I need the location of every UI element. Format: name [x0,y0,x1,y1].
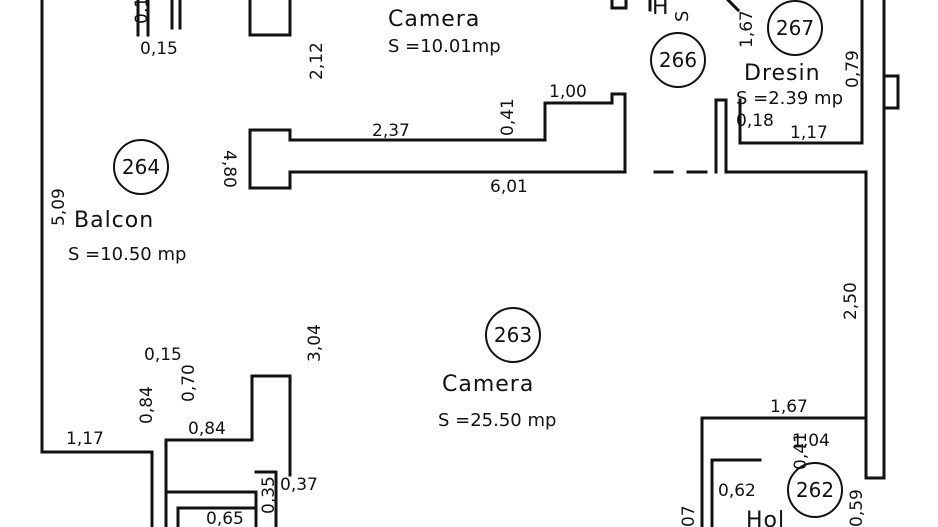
dim-084-v: 0,84 [137,386,157,424]
right-outer-wall [864,0,886,480]
dim-167-h: 1,67 [770,397,808,417]
room-265-name: Camera [388,7,480,32]
dim-07: 07 [679,505,699,527]
dim-117-b: 1,17 [66,429,104,449]
room-262-name: Hol [746,508,785,527]
room-262-circle [787,462,843,518]
dim-015-top: 0,15 [140,39,178,59]
hall-wall [700,416,866,527]
left-lower-wall [164,374,292,527]
dim-01-top: 0,1 [132,0,152,24]
dressing-wall [714,98,868,174]
dim-601: 6,01 [490,177,528,197]
dim-018: 0,18 [736,111,774,131]
dim-104: 1,04 [792,431,830,451]
dim-015-b: 0,15 [144,345,182,365]
room-267-area: S =2.39 mp [736,88,843,109]
left-outer-wall [40,0,154,527]
dim-100: 1,00 [549,82,587,102]
dim-509: 5,09 [49,188,69,226]
dim-212: 2,12 [307,42,327,80]
dim-117-a: 1,17 [790,123,828,143]
dim-079: 0,79 [843,50,863,88]
dim-237: 2,37 [372,121,410,141]
dim-062: 0,62 [718,481,756,501]
dim-059: 0,59 [847,489,867,527]
room-264-name: Balcon [74,208,154,233]
room-267-circle [767,0,823,56]
room-266-circle [650,32,706,88]
corridor-wall [248,92,627,190]
room-markers: 264 263 266 267 262 [113,0,843,518]
room-262-number: 262 [796,478,834,502]
top-symbols [610,0,741,13]
room-264-number: 264 [122,155,160,179]
pier-upper-left [136,0,150,37]
dim-304: 3,04 [305,324,325,362]
fragment-h: H [652,0,670,20]
dim-167-v: 1,67 [737,10,757,48]
dim-070: 0,70 [179,364,199,402]
right-bump [882,74,900,110]
room-263-circle [485,307,541,363]
dim-084-h: 0,84 [188,419,226,439]
room-263-name: Camera [442,372,534,397]
room-267-name: Dresin [744,61,821,86]
room-labels: Camera S =10.01mp Balcon S =10.50 mp Cam… [68,0,843,527]
room-264-circle [113,139,169,195]
dimensions-vertical: 0,1 2,12 0,41 4,80 5,09 1,67 0,79 2,50 3… [49,0,867,527]
room-267-number: 267 [776,16,814,40]
stair-steps [164,470,278,527]
dim-480: 4,80 [219,150,239,188]
dim-250: 2,50 [841,282,861,320]
pier-upper-left-2 [170,0,182,30]
dimensions-horizontal: 0,15 1,00 2,37 6,01 0,18 1,17 0,15 0,84 … [66,39,830,527]
walls [40,0,900,527]
dim-035: 0,35 [259,476,279,514]
room-263-area: S =25.50 mp [438,410,556,431]
fragment-s: S [672,11,693,22]
room-264-area: S =10.50 mp [68,244,186,265]
dim-065: 0,65 [206,509,244,527]
column-upper [248,0,292,37]
dim-041-a: 0,41 [498,98,518,136]
dim-041-b: 0,41 [791,432,811,470]
room-263-number: 263 [494,323,532,347]
room-265-area: S =10.01mp [388,36,501,57]
room-266-number: 266 [659,48,697,72]
dressing-inner-wall [738,0,864,145]
dim-037: 0,37 [280,475,318,495]
